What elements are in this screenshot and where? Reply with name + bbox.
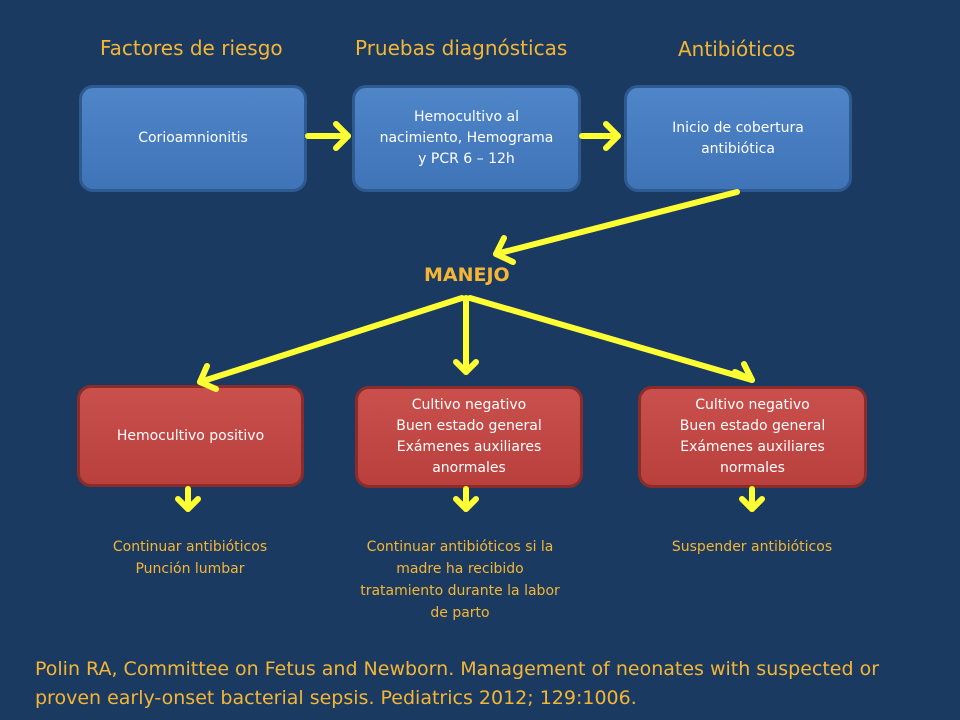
box-diagnostic-tests-label: Hemocultivo al nacimiento, Hemograma y P… <box>379 109 554 167</box>
arrow-abnormal-to-outcome <box>453 486 479 512</box>
box-negative-normal: Cultivo negativo Buen estado general Exá… <box>638 386 867 488</box>
box-start-antibiotics: Inicio de cobertura antibiótica <box>624 85 852 192</box>
outcome-continue-lumbar-puncture: Continuar antibióticos Punción lumbar <box>112 539 268 577</box>
arrow-risk-to-tests <box>305 121 351 151</box>
outcome-stop-antibiotics: Suspender antibióticos <box>671 539 833 555</box>
arrow-positive-to-outcome <box>175 486 201 512</box>
arrow-manejo-to-positive <box>197 295 465 392</box>
manejo-label: MANEJO <box>424 264 510 286</box>
box-blood-culture-positive: Hemocultivo positivo <box>77 385 304 487</box>
box-diagnostic-tests: Hemocultivo al nacimiento, Hemograma y P… <box>352 85 581 192</box>
arrow-normal-to-outcome <box>739 486 765 512</box>
box-negative-abnormal: Cultivo negativo Buen estado general Exá… <box>355 386 583 488</box>
box-negative-normal-label: Cultivo negativo Buen estado general Exá… <box>679 397 826 476</box>
box-blood-culture-positive-label: Hemocultivo positivo <box>116 427 265 444</box>
arrow-antibiotics-to-manejo <box>493 189 740 265</box>
box-chorioamnionitis: Corioamnionitis <box>79 85 307 192</box>
heading-risk-factors: Factores de riesgo <box>100 36 283 60</box>
arrow-manejo-to-abnormal <box>453 295 479 375</box>
citation-reference: Polin RA, Committee on Fetus and Newborn… <box>35 658 880 709</box>
outcome-continue-if-maternal-treatment: Continuar antibióticos si la madre ha re… <box>360 539 560 621</box>
box-start-antibiotics-label: Inicio de cobertura antibiótica <box>672 119 804 157</box>
heading-antibiotics: Antibióticos <box>678 37 796 61</box>
box-chorioamnionitis-label: Corioamnionitis <box>138 130 248 146</box>
box-negative-abnormal-label: Cultivo negativo Buen estado general Exá… <box>396 397 542 476</box>
arrow-manejo-to-normal <box>467 295 755 383</box>
heading-diagnostic-tests: Pruebas diagnósticas <box>355 36 568 60</box>
arrow-tests-to-antibiotics <box>579 121 621 151</box>
